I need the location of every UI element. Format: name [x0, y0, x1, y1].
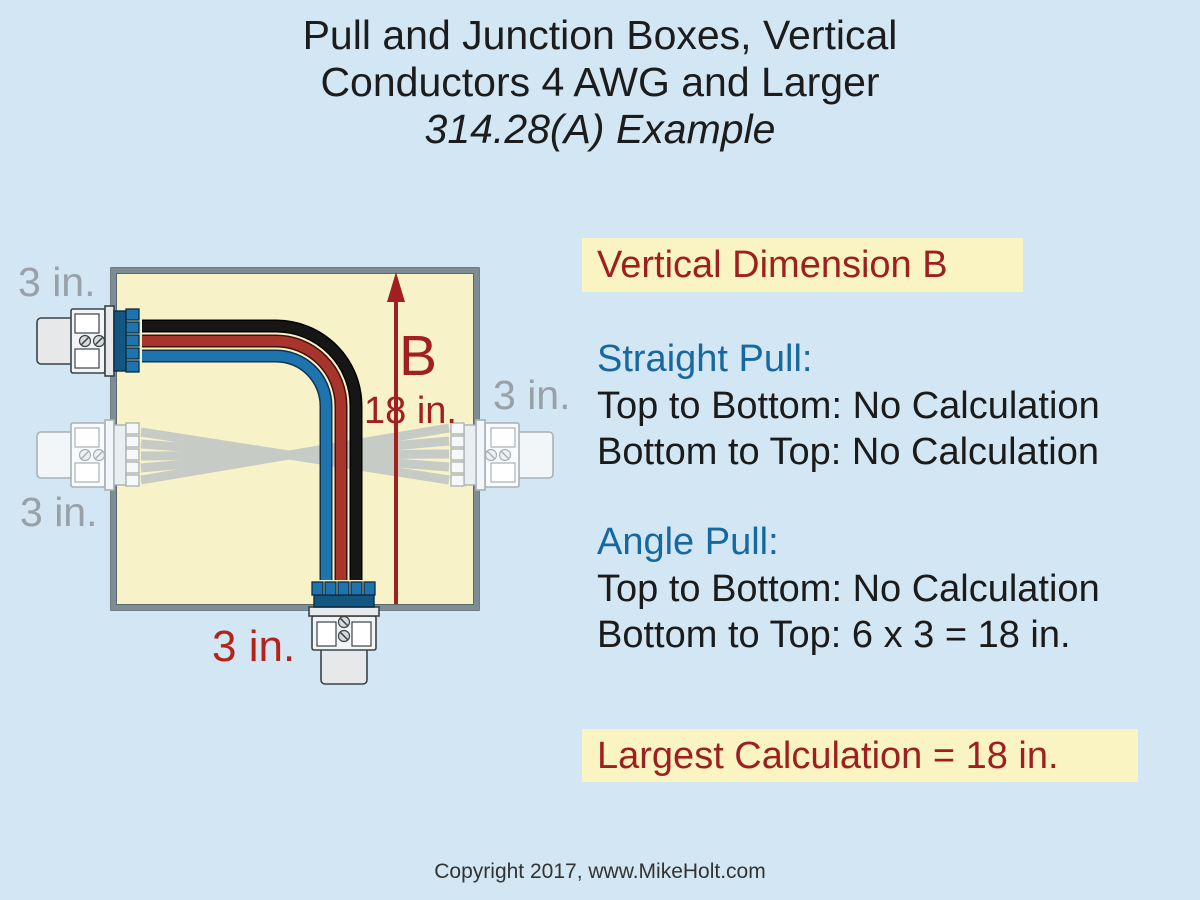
label-top-left-3in: 3 in.: [18, 259, 96, 305]
conduit-connector-middle-left: [37, 420, 139, 490]
dimension-value-18in: 18 in.: [364, 390, 457, 432]
title-line-2: Conductors 4 AWG and Larger: [320, 59, 880, 105]
label-right-3in: 3 in.: [493, 372, 571, 418]
straight-pull-heading: Straight Pull:: [597, 338, 813, 380]
angle-pull-line2: Bottom to Top: 6 x 3 = 18 in.: [597, 614, 1071, 656]
label-middle-left-3in: 3 in.: [20, 489, 98, 535]
angle-pull-line1: Top to Bottom: No Calculation: [597, 568, 1100, 610]
slide-title: Pull and Junction Boxes, Vertical Conduc…: [0, 12, 1200, 153]
dimension-arrow: [387, 272, 405, 604]
conduit-connector-top-left: [37, 306, 139, 376]
conduit-connector-right: [451, 420, 553, 490]
dimension-letter-b: B: [399, 324, 438, 388]
heading-highlight: Vertical Dimension B: [582, 238, 1023, 292]
conductors: [142, 319, 363, 580]
result-largest-calculation: Largest Calculation = 18 in.: [597, 735, 1059, 777]
result-highlight: Largest Calculation = 18 in.: [582, 729, 1138, 782]
copyright-text: Copyright 2017, www.MikeHolt.com: [434, 860, 766, 883]
title-code-reference: 314.28(A) Example: [424, 106, 776, 152]
straight-pull-line1: Top to Bottom: No Calculation: [597, 385, 1100, 427]
label-bottom-3in: 3 in.: [212, 622, 296, 671]
title-line-1: Pull and Junction Boxes, Vertical: [302, 12, 898, 58]
angle-pull-heading: Angle Pull:: [597, 521, 779, 563]
conduit-connector-bottom: [309, 582, 379, 684]
straight-pull-line2: Bottom to Top: No Calculation: [597, 431, 1100, 473]
heading-vertical-dimension-b: Vertical Dimension B: [597, 244, 948, 286]
